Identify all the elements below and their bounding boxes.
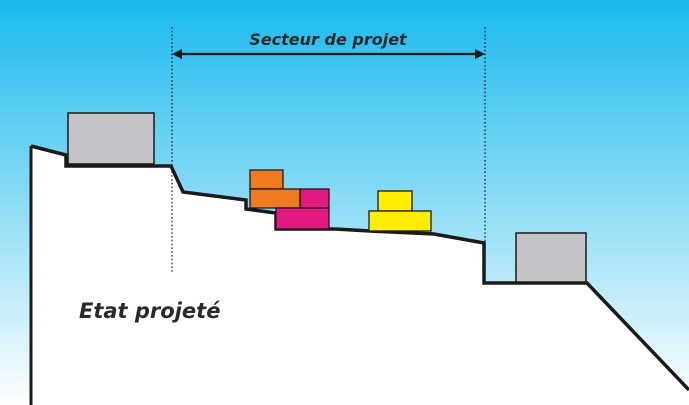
sector-arrow	[172, 49, 485, 59]
terrain-profile-line	[30, 144, 689, 392]
arrow-head-left	[172, 49, 182, 59]
ground-mass	[31, 146, 689, 405]
magenta-block-top	[299, 188, 330, 209]
yellow-block-bottom	[368, 210, 432, 232]
project-building-orange-magenta	[249, 169, 330, 230]
magenta-block-bottom	[275, 207, 330, 230]
sector-label: Secteur de projet	[249, 30, 408, 49]
arrow-head-right	[475, 49, 485, 59]
yellow-block-top	[377, 190, 413, 212]
existing-building-left	[67, 112, 155, 165]
orange-block-bottom	[249, 188, 301, 209]
existing-building-right	[515, 232, 587, 283]
state-label: Etat projeté	[79, 299, 220, 323]
orange-block-top	[249, 169, 284, 190]
project-building-yellow	[368, 190, 432, 232]
